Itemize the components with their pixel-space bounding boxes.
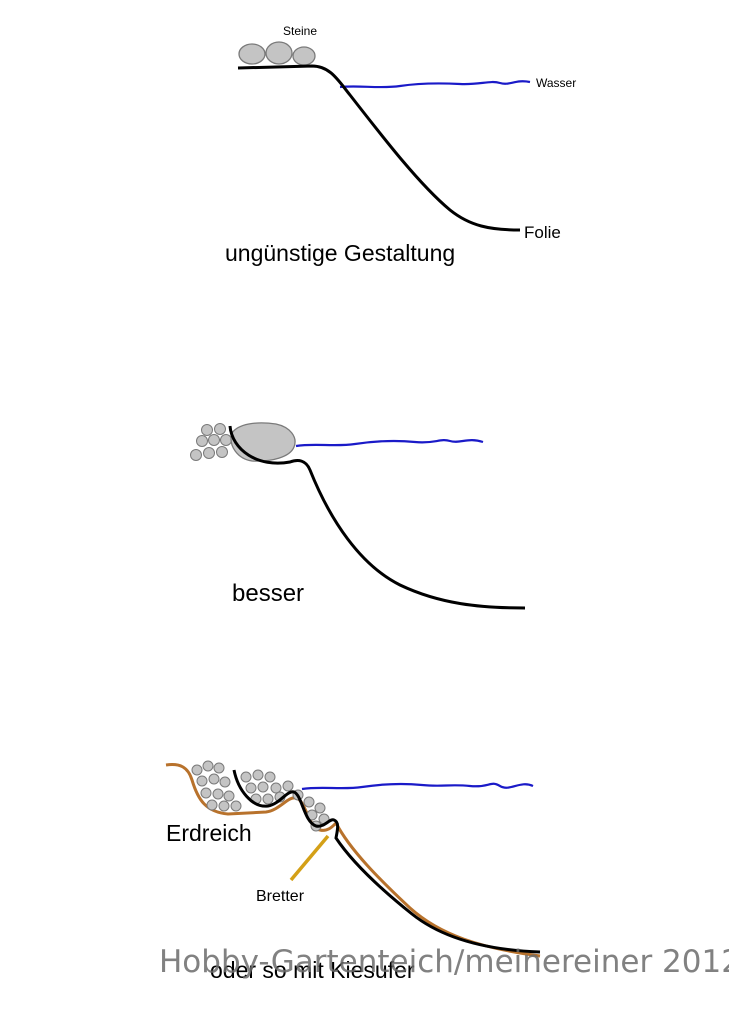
pebble	[196, 435, 208, 447]
pebble	[212, 788, 224, 800]
pebble	[257, 781, 269, 793]
pebble	[218, 800, 230, 812]
pebble	[208, 773, 220, 785]
diagram-gravel-shore: Erdreich Bretter oder so mit Kiesufer	[165, 760, 541, 983]
pebble	[282, 780, 294, 792]
caption-gravel-shore: oder so mit Kiesufer	[210, 957, 415, 983]
pond-liner-line	[232, 769, 541, 954]
pebble	[264, 771, 276, 783]
diagram-unfavourable: Steine Wasser Folie ungünstige Gestaltun…	[225, 24, 576, 266]
stone	[292, 46, 316, 66]
pebble	[214, 423, 226, 435]
soil-label: Erdreich	[166, 820, 252, 846]
caption-unfavourable: ungünstige Gestaltung	[225, 240, 455, 266]
pebble	[201, 424, 213, 436]
stones-on-edge	[238, 41, 316, 66]
pebble	[196, 775, 208, 787]
pebble	[216, 446, 228, 458]
large-boulder	[230, 422, 296, 462]
pond-liner-line	[237, 64, 521, 232]
pebble	[270, 782, 282, 794]
pebble	[240, 771, 252, 783]
pebble	[223, 790, 235, 802]
pebble	[230, 800, 242, 812]
watermark: Hobby-Gartenteich/meinereiner 2012	[159, 944, 729, 980]
board	[289, 834, 330, 882]
stone	[238, 43, 266, 65]
pebble	[303, 796, 315, 808]
pebble	[213, 762, 225, 774]
pebble	[190, 449, 202, 461]
stone	[265, 41, 293, 65]
pebble	[245, 782, 257, 794]
pond-liner-line	[228, 425, 526, 610]
pebble	[262, 793, 274, 805]
pebble	[200, 787, 212, 799]
pebble	[203, 447, 215, 459]
diagram-better: besser	[190, 422, 526, 610]
pebble	[314, 802, 326, 814]
caption-better: besser	[232, 580, 304, 607]
pebble	[191, 764, 203, 776]
pebble	[208, 434, 220, 446]
pebble-cluster	[190, 423, 232, 461]
pebble	[252, 769, 264, 781]
water-surface-line	[295, 439, 484, 448]
pebble	[220, 434, 232, 446]
water-surface-line	[301, 782, 534, 791]
pebble	[219, 776, 231, 788]
pebble	[206, 799, 218, 811]
liner-label: Folie	[524, 223, 561, 242]
stones-label: Steine	[283, 24, 317, 38]
boards-label: Bretter	[256, 888, 305, 905]
water-label: Wasser	[536, 76, 576, 90]
pebble	[202, 760, 214, 772]
water-surface-line	[339, 80, 531, 89]
